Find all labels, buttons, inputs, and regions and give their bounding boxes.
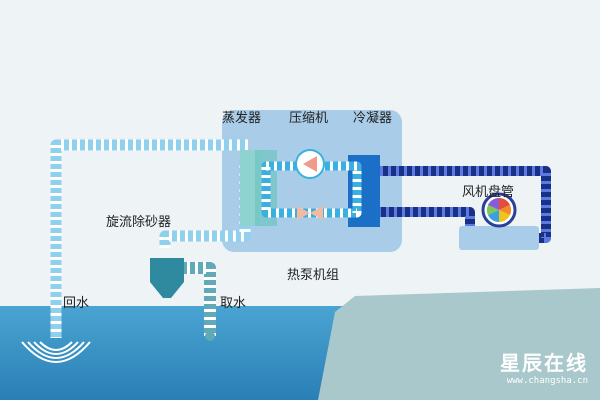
label-sand-separator: 旋流除砂器 bbox=[106, 215, 172, 230]
label-fan-coil: 风机盘管 bbox=[462, 185, 515, 200]
label-return-water: 回水 bbox=[63, 296, 90, 311]
intake-end bbox=[205, 331, 215, 341]
refrigerant-loop bbox=[261, 161, 362, 218]
watermark-logo: 星辰在线 bbox=[500, 351, 588, 375]
label-heat-pump-unit: 热泵机组 bbox=[287, 268, 340, 283]
fan-icon bbox=[486, 197, 512, 223]
compressor-arrow-icon bbox=[303, 156, 317, 172]
ripple-icon bbox=[21, 341, 91, 363]
label-compressor: 压缩机 bbox=[289, 111, 329, 126]
label-evaporator: 蒸发器 bbox=[222, 111, 262, 126]
watermark-url: www.changsha.cn bbox=[506, 376, 588, 386]
label-condenser: 冷凝器 bbox=[353, 111, 393, 126]
sand-separator bbox=[150, 258, 184, 298]
intake-water-pipe bbox=[183, 262, 216, 336]
label-intake-water: 取水 bbox=[220, 296, 247, 311]
return-water-pipe bbox=[50, 139, 248, 338]
expansion-valve-icon bbox=[297, 206, 323, 220]
fan-coil-box bbox=[459, 226, 539, 250]
shore bbox=[318, 288, 600, 400]
watermark: 星辰在线 www.changsha.cn bbox=[500, 347, 588, 386]
